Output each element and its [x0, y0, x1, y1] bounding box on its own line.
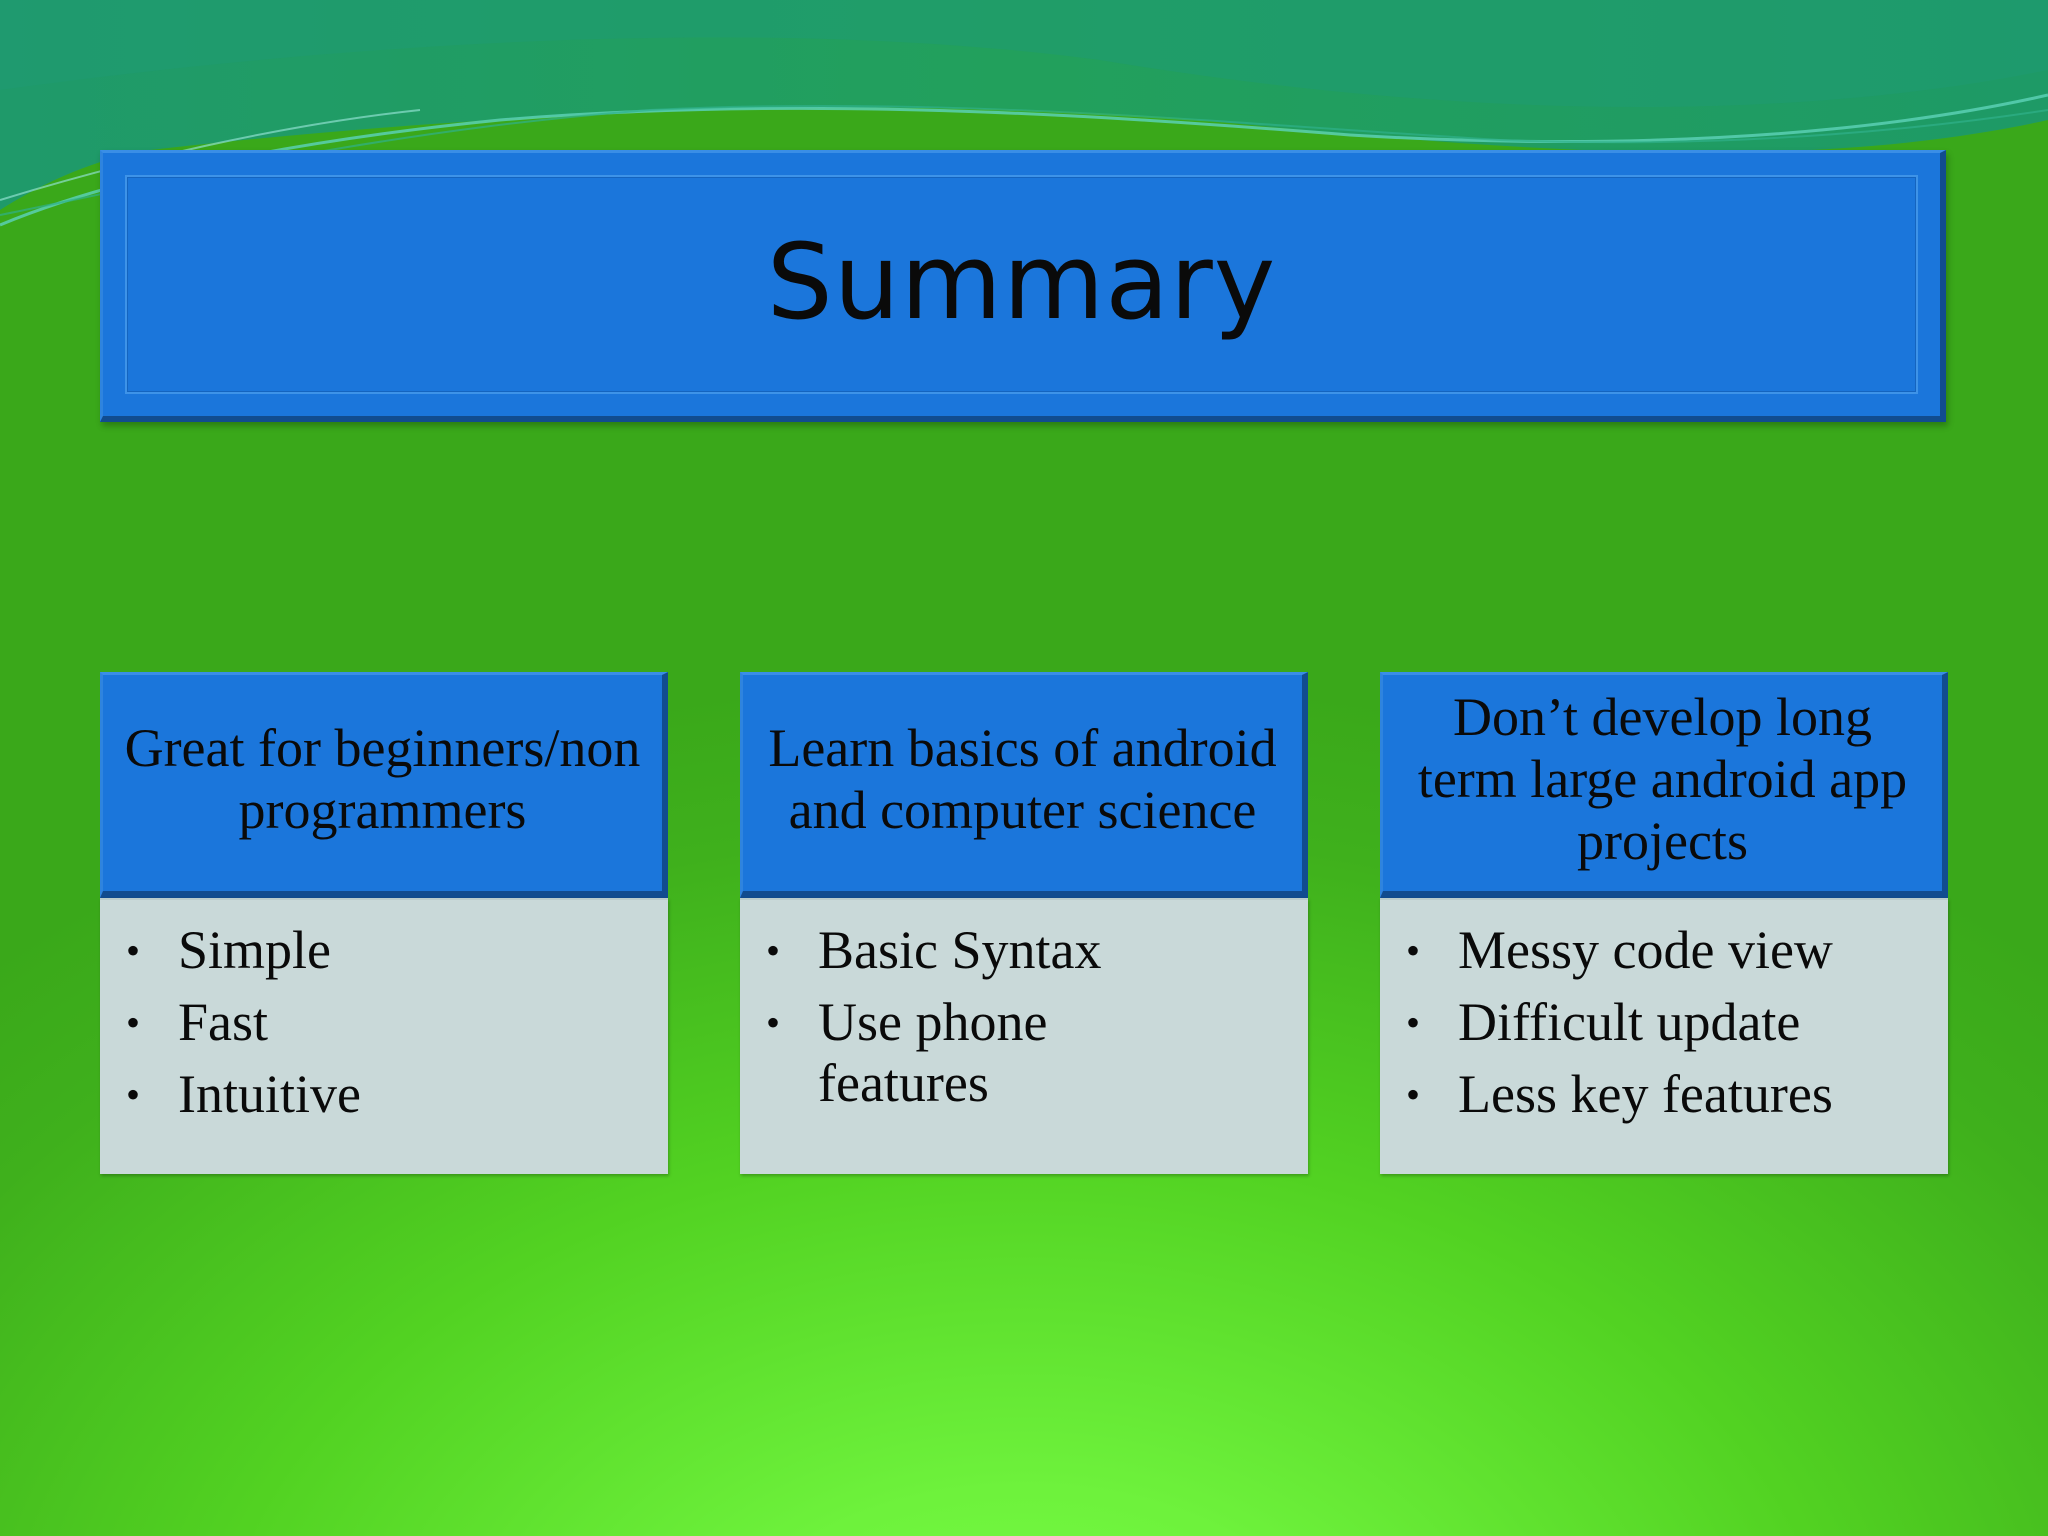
column-beginners: Great for beginners/non programmers • Sim… [100, 672, 668, 1174]
bullet-icon: • [126, 928, 141, 973]
bullet-list: • Simple • Fast • Intuitive [100, 920, 648, 1125]
list-item: • Basic Syntax [740, 920, 1288, 981]
list-item: • Fast [100, 992, 648, 1053]
bullet-icon: • [766, 928, 781, 973]
column-heading: Learn basics of android and computer sci… [768, 718, 1277, 840]
bullet-icon: • [1406, 1072, 1421, 1117]
bullet-text: Difficult update [1458, 992, 1801, 1052]
list-item: • Intuitive [100, 1064, 648, 1125]
bullet-list: • Messy code view • Difficult update • Less… [1380, 920, 1928, 1125]
bullet-icon: • [126, 1072, 141, 1117]
column-heading-box: Learn basics of android and computer sci… [740, 672, 1308, 898]
bullet-text: Use phone features [818, 992, 1048, 1113]
column-heading-box: Don’t develop long term large android ap… [1380, 672, 1948, 898]
bullet-text: Simple [178, 920, 332, 980]
bullet-text: Basic Syntax [818, 920, 1102, 980]
column-learn-basics: Learn basics of android and computer sci… [740, 672, 1308, 1174]
title-inner-border [125, 175, 1918, 394]
column-heading: Don’t develop long term large android ap… [1417, 687, 1908, 871]
list-item: • Difficult update [1380, 992, 1928, 1053]
slide-title: Summary [766, 220, 1277, 343]
list-item: • Use phone features [740, 992, 1288, 1114]
column-body: • Basic Syntax • Use phone features [740, 898, 1308, 1174]
column-dont-develop: Don’t develop long term large android ap… [1380, 672, 1948, 1174]
bullet-icon: • [766, 1000, 781, 1045]
bullet-icon: • [1406, 928, 1421, 973]
column-body: • Simple • Fast • Intuitive [100, 898, 668, 1174]
title-box: Summary [100, 150, 1946, 422]
list-item: • Messy code view [1380, 920, 1928, 981]
bullet-icon: • [126, 1000, 141, 1045]
column-heading-box: Great for beginners/non programmers [100, 672, 668, 898]
bullet-list: • Basic Syntax • Use phone features [740, 920, 1288, 1114]
column-body: • Messy code view • Difficult update • Less… [1380, 898, 1948, 1174]
bullet-icon: • [1406, 1000, 1421, 1045]
list-item: • Simple [100, 920, 648, 981]
list-item: • Less key features [1380, 1064, 1928, 1125]
bullet-text: Fast [178, 992, 269, 1052]
bullet-text: Messy code view [1458, 920, 1833, 980]
column-heading: Great for beginners/non programmers [124, 718, 641, 840]
bullet-text: Less key features [1458, 1064, 1833, 1124]
bullet-text: Intuitive [178, 1064, 361, 1124]
